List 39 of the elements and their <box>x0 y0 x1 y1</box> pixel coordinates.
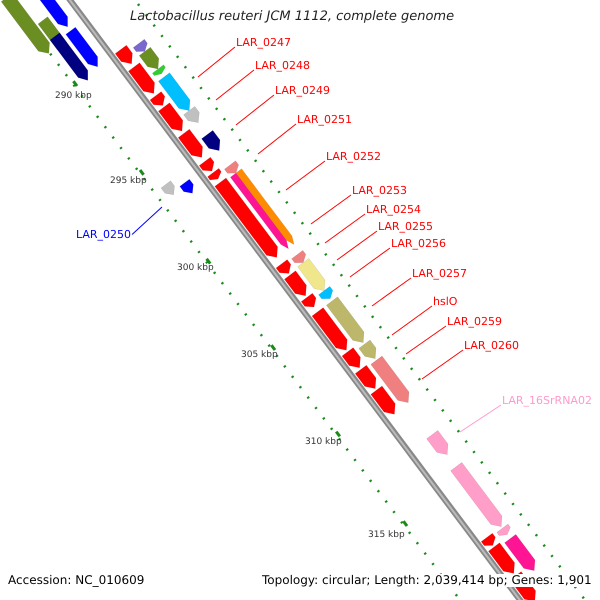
gene-label: LAR_16SrRNA02 <box>502 394 592 407</box>
scale-label: 295 kbp <box>110 175 147 188</box>
leader-line <box>198 46 236 78</box>
leader-line <box>310 194 352 224</box>
gene-label: LAR_0253 <box>352 184 408 197</box>
scale-label: 305 kbp <box>241 349 278 362</box>
leader-line <box>460 404 502 432</box>
gene-label: LAR_0260 <box>464 339 520 352</box>
scale-label: 310 kbp <box>305 436 342 449</box>
gene-label: LAR_0250 <box>76 228 132 241</box>
footer-text: Accession: NC_010609 <box>8 574 144 587</box>
gene-label: LAR_0259 <box>447 315 502 328</box>
leader-line <box>336 230 378 260</box>
gene-label: hslO <box>433 295 458 308</box>
gene-label: LAR_0249 <box>275 84 330 97</box>
leader-line <box>422 350 464 380</box>
leader-line <box>350 248 390 278</box>
gene-label: LAR_0255 <box>378 220 434 233</box>
leader-line <box>236 94 274 126</box>
leader-line <box>392 306 432 336</box>
leader-line <box>372 278 412 306</box>
scale-label: 300 kbp <box>177 262 214 275</box>
gene-label: LAR_0251 <box>297 113 352 126</box>
leader-line <box>132 206 162 235</box>
gene-label: LAR_0254 <box>366 203 422 216</box>
leader-line <box>406 326 446 354</box>
leader-line <box>286 160 326 190</box>
gene-label: LAR_0247 <box>236 36 292 49</box>
gene-label: LAR_0248 <box>255 59 310 72</box>
scale-label: 315 kbp <box>368 529 405 542</box>
gene-label: LAR_0256 <box>391 237 446 250</box>
leader-line <box>216 70 254 100</box>
leader-line <box>324 214 366 244</box>
scale-label: 290 kbp <box>55 90 92 103</box>
leader-line <box>258 124 296 154</box>
gene-label: LAR_0252 <box>326 150 382 163</box>
footer-text: Topology: circular; Length: 2,039,414 bp; Genes: 1,901 <box>262 574 592 587</box>
gene-label: LAR_0257 <box>412 267 468 280</box>
title: Lactobacillus reuteri JCM 1112, complete genome <box>130 10 454 23</box>
